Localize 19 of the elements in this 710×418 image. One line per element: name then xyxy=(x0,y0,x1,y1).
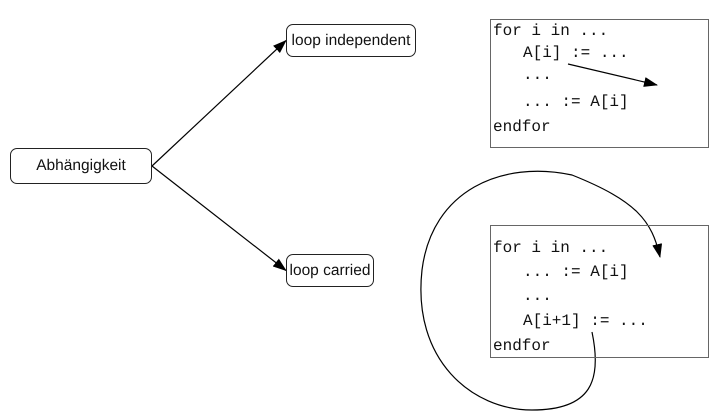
code-box xyxy=(490,19,709,148)
category-box: loop independent xyxy=(286,24,416,57)
code-line: for i in ... xyxy=(493,238,623,258)
code-line: ... xyxy=(523,65,563,85)
arrow xyxy=(152,166,287,272)
arrow xyxy=(420,170,662,411)
category-box: loop carried xyxy=(286,254,374,287)
code-line: A[i+1] := ... xyxy=(523,311,673,331)
code-line: for i in ... xyxy=(493,21,623,41)
code-line: endfor xyxy=(493,117,563,137)
code-box xyxy=(490,225,709,358)
code-line: ... xyxy=(523,286,563,306)
code-line: ... := A[i] xyxy=(523,92,643,112)
code-line: endfor xyxy=(493,336,563,356)
code-line: A[i] := ... xyxy=(523,43,653,63)
arrow xyxy=(152,40,287,166)
code-line: ... := A[i] xyxy=(523,262,643,282)
category-box: Abhängigkeit xyxy=(10,148,152,184)
arrow xyxy=(568,63,658,87)
